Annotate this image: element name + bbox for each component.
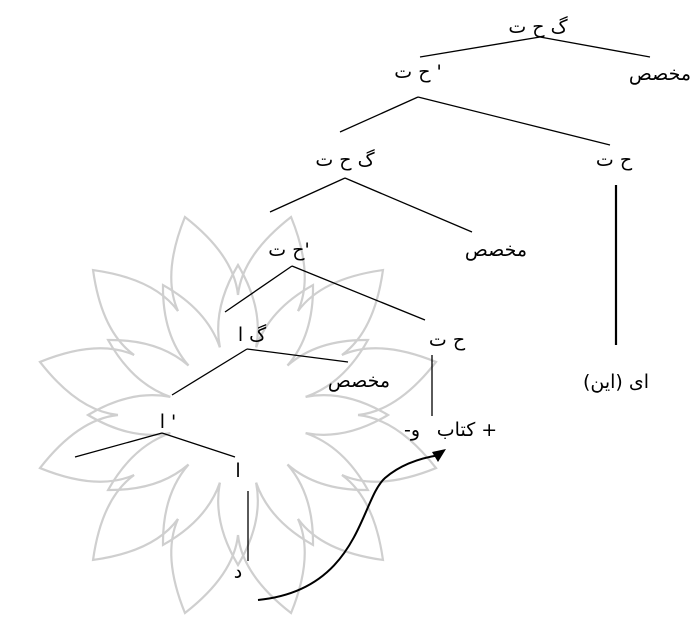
tree-labels: گ ح ت ح ت ' مخصص گ ح ت ح ت ح ت' مخصص گ ا… (160, 16, 691, 583)
edge-hbar-to-mid-gp (339, 96, 419, 133)
label-mid-hbar: ح ت' (268, 239, 309, 261)
label-low-h: ح ت (429, 329, 466, 351)
label-low-gp: گ ا (238, 324, 266, 346)
label-abar: ا ' (160, 411, 177, 433)
label-a-head: ا (235, 460, 240, 482)
label-low-spec: مخصص (328, 370, 390, 392)
watermark-petal (106, 432, 190, 492)
watermark-petal (161, 283, 221, 367)
watermark-petal (341, 347, 438, 417)
label-mid-h: ح ت (596, 149, 633, 171)
edge-hbar-to-low-h (291, 265, 426, 321)
label-in-leaf: ای (این) (583, 371, 649, 393)
label-root-spec: مخصص (629, 63, 691, 85)
edge-low-gp-to-abar (171, 348, 248, 396)
watermark-petal (106, 338, 190, 398)
watermark-petal (341, 413, 438, 483)
watermark-petal (286, 432, 370, 492)
label-mid-gp: گ ح ت (315, 149, 374, 171)
watermark-petal (255, 283, 315, 367)
label-affix: -و (404, 419, 420, 441)
watermark-petal (91, 268, 179, 356)
label-kitab: کتاب + (437, 419, 497, 441)
tree-edges (74, 36, 651, 601)
watermark-petal (38, 413, 135, 483)
watermark-petal (217, 262, 259, 348)
watermark-petal (286, 338, 370, 398)
edge-mid-gp-to-spec (344, 177, 473, 233)
edge-root-to-spec (539, 36, 651, 58)
edge-mid-gp-to-hbar (269, 177, 346, 213)
watermark-petal (170, 215, 240, 312)
watermark-petal (255, 463, 315, 547)
label-root-hbar: ح ت ' (394, 61, 441, 83)
watermark-petal (217, 482, 259, 568)
edge-hbar-to-mid-h (417, 96, 611, 146)
watermark-petal (297, 474, 385, 562)
edge-abar-to-left (74, 432, 163, 458)
label-root-gp: گ ح ت (508, 16, 567, 38)
label-d-leaf: د (234, 561, 242, 583)
watermark-petal (91, 474, 179, 562)
watermark-petal (236, 518, 306, 615)
edge-root-to-hbar (419, 36, 541, 58)
watermark-petal (161, 463, 221, 547)
rosette-watermark (38, 215, 438, 615)
watermark-petal (297, 268, 385, 356)
watermark-petal (38, 347, 135, 417)
watermark-petal (85, 394, 171, 436)
edge-low-gp-to-spec (246, 348, 349, 363)
watermark-petal (170, 518, 240, 615)
edge-hbar-to-low-gp (224, 265, 293, 313)
watermark-petal (305, 394, 391, 436)
label-mid-spec: مخصص (465, 239, 527, 261)
watermark-petal (236, 215, 306, 312)
movement-arrow (257, 454, 441, 601)
arrowhead-icon (432, 449, 446, 462)
edge-abar-to-a-head (161, 432, 236, 458)
